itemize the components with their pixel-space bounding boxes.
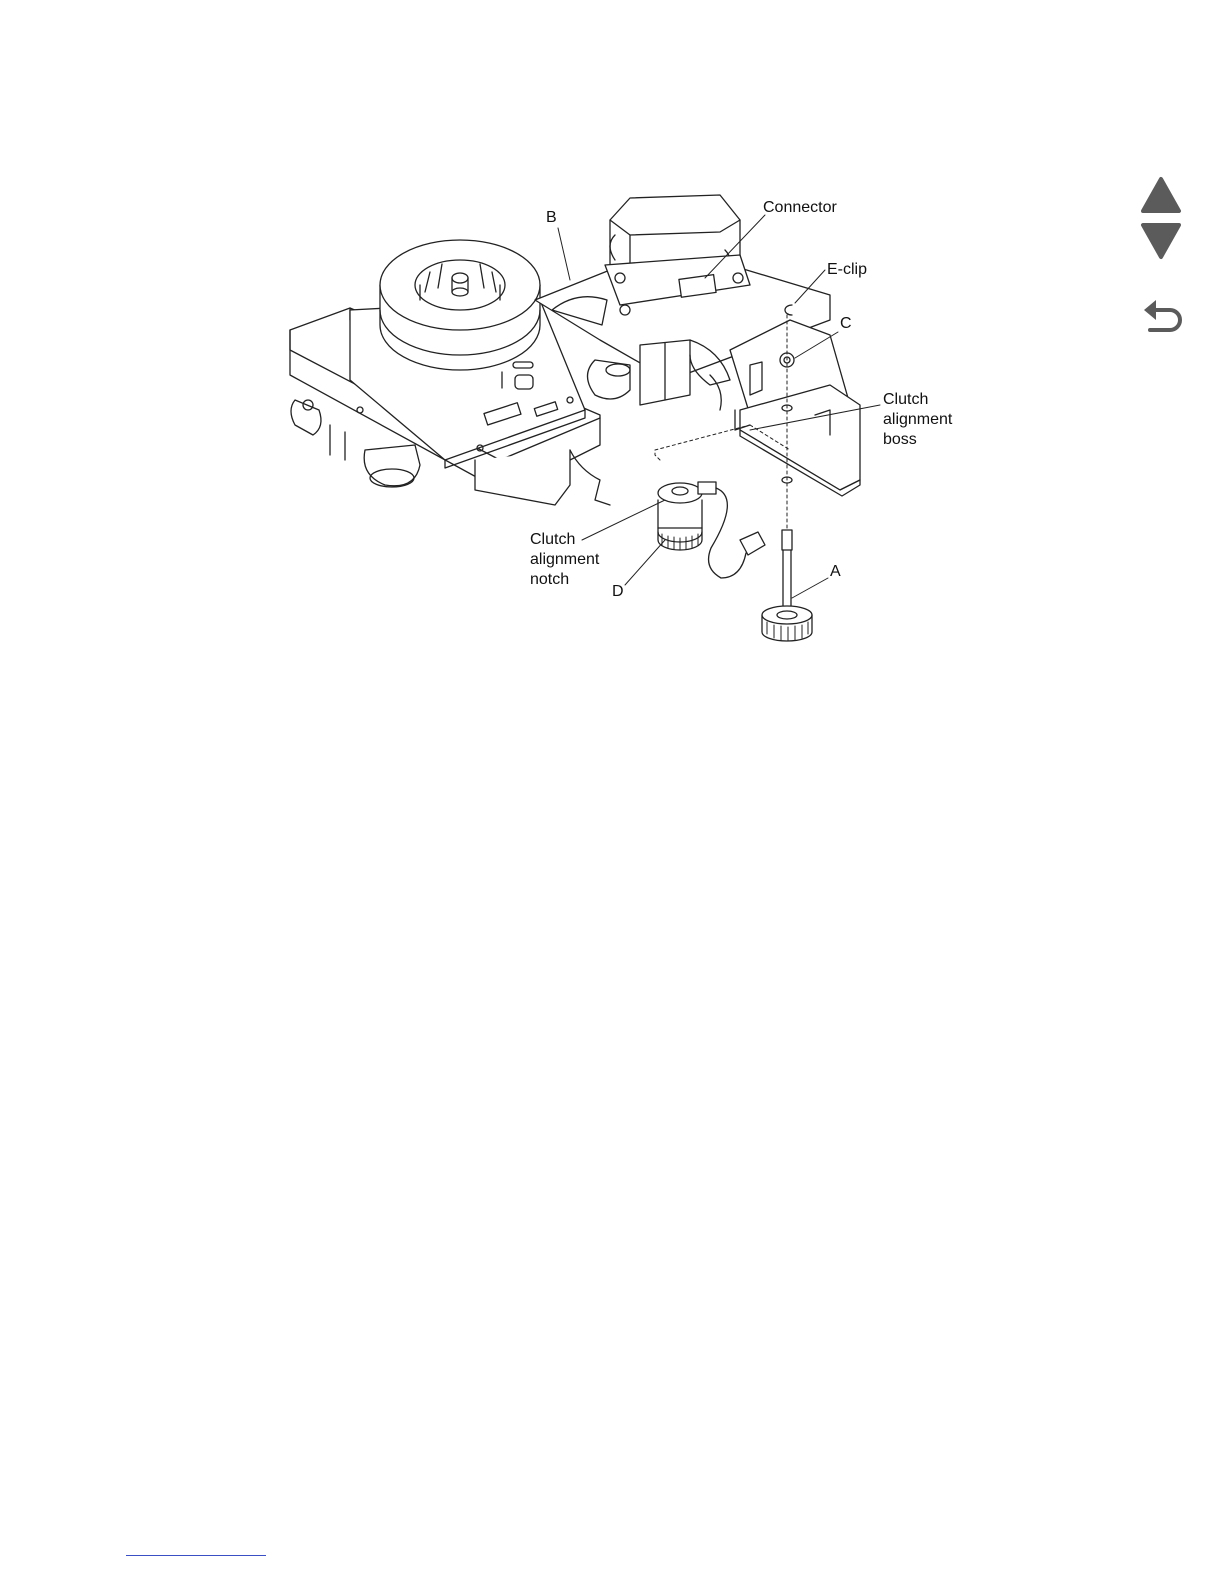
callout-d-label: D: [612, 582, 624, 602]
back-button[interactable]: [1140, 298, 1184, 332]
callout-c-label: C: [840, 314, 852, 334]
triangle-down-icon: [1140, 222, 1182, 260]
callout-clutch-boss-label: Clutch alignment boss: [883, 390, 952, 450]
illustration-drawing: [270, 160, 990, 660]
triangle-up-icon: [1140, 176, 1182, 214]
previous-page-button[interactable]: [1140, 176, 1182, 214]
shaft-part: [762, 530, 812, 641]
right-bracket: [730, 320, 860, 496]
return-arrow-icon: [1140, 298, 1184, 332]
callout-a-label: A: [830, 562, 841, 582]
footer-link-underline[interactable]: [126, 1555, 266, 1556]
clutch-assembly-illustration: B Connector E-clip C Clutch alignment bo…: [270, 160, 990, 660]
next-page-button[interactable]: [1140, 222, 1182, 260]
callout-b-label: B: [546, 208, 557, 228]
blower-fan: [380, 240, 540, 370]
clutch-part: [658, 482, 765, 578]
callout-eclip-label: E-clip: [827, 260, 867, 280]
callout-connector-label: Connector: [763, 198, 837, 218]
callout-clutch-notch-label: Clutch alignment notch: [530, 530, 599, 590]
